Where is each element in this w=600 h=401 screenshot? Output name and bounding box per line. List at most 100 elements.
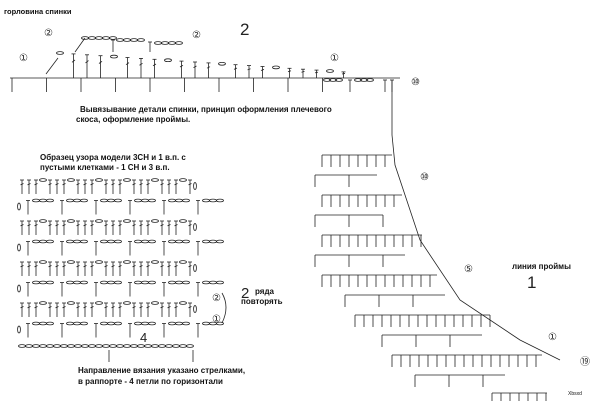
row-marker-1-left: ① (19, 53, 28, 64)
chain-stitch (134, 239, 142, 244)
chain-stitch (123, 38, 131, 42)
chain-stitch (74, 344, 82, 348)
stitch-bar (27, 306, 31, 309)
stitch-bar (90, 224, 94, 227)
stitch-bar (48, 306, 52, 309)
chain-stitch (110, 54, 118, 59)
stitch-bar (62, 265, 66, 268)
chain-stitch (151, 301, 159, 305)
stitch-bar (76, 265, 80, 268)
chain-stitch (32, 280, 40, 285)
chain-stitch (165, 344, 173, 348)
stitch-bar (188, 183, 192, 186)
stitch-bar (62, 183, 66, 186)
stitch-bar (34, 183, 38, 186)
chain-stitch (272, 65, 280, 70)
back-caption-line1: Вывязывание детали спинки, принцип оформ… (80, 105, 332, 114)
chain-stitch (100, 280, 108, 285)
chain-stitch (39, 344, 47, 348)
stitch-bar (146, 265, 150, 268)
stitch-bar (27, 224, 31, 227)
chain-stitch (46, 198, 54, 203)
chain-stitch (202, 239, 210, 244)
stitch-bar (167, 224, 171, 227)
chain-stitch (39, 280, 47, 285)
chain-stitch (100, 239, 108, 244)
chain-stitch (137, 344, 145, 348)
chain-stitch (66, 280, 74, 285)
armhole-edge (391, 134, 561, 361)
stitch-bar (111, 183, 115, 186)
chain-stitch (53, 344, 61, 348)
chain-stitch (67, 219, 75, 223)
chain-stitch (141, 198, 149, 203)
chain-stitch (172, 344, 180, 348)
stitch-bar (188, 306, 192, 309)
chain-stitch (66, 321, 74, 326)
chain-stitch (335, 78, 343, 82)
chain-stitch (39, 260, 47, 264)
chain-stitch (39, 219, 47, 223)
chain-stitch (102, 36, 110, 40)
chain-stitch (66, 239, 74, 244)
stitch-bar (247, 68, 251, 71)
chain-stitch (168, 41, 176, 45)
stitch-bar (55, 183, 59, 186)
chain-stitch (193, 264, 197, 272)
chain-stitch (216, 321, 224, 326)
chain-stitch (32, 321, 40, 326)
chain-stitch (323, 78, 331, 82)
neckline-label: горловина спинки (4, 7, 72, 16)
chain-stitch (39, 321, 47, 326)
chain-stitch (175, 280, 183, 285)
pattern-row-marker-1: ① (212, 314, 221, 325)
pattern-row-marker-2: ② (212, 293, 221, 304)
chain-stitch (202, 321, 210, 326)
armhole-row-marker-10: ⑩ (420, 172, 429, 183)
chain-stitch (151, 178, 159, 182)
chain-stitch (175, 198, 183, 203)
chain-stitch (216, 280, 224, 285)
chain-stitch (17, 325, 21, 334)
stitch-bar (48, 265, 52, 268)
chain-stitch (164, 58, 172, 62)
stitch-bar (62, 224, 66, 227)
chain-stitch (80, 198, 88, 203)
stitch-bar (301, 71, 305, 73)
chain-stitch (329, 78, 337, 82)
stitch-bar (83, 265, 87, 268)
chain-stitch (67, 178, 75, 182)
stitch-bar (233, 67, 238, 70)
chain-stitch (67, 260, 75, 264)
stitch-bar (146, 183, 150, 186)
stitch-bar (174, 306, 178, 309)
stitch-bar (314, 71, 319, 74)
chain-stitch (134, 321, 142, 326)
diagram-1-number: 1 (527, 273, 537, 292)
stitch-bar (174, 183, 178, 186)
stitch-bar (188, 265, 192, 268)
chain-stitch (186, 344, 194, 348)
stitch-bar (160, 306, 164, 309)
chain-stitch (168, 321, 176, 326)
chain-stitch (46, 321, 54, 326)
chain-stitch (182, 198, 190, 203)
stitch-bar (27, 183, 31, 186)
chain-stitch (123, 301, 131, 305)
stitch-bar (152, 63, 157, 67)
stitch-bar (98, 60, 103, 64)
chain-stitch (80, 239, 88, 244)
stitch-bar (132, 183, 136, 186)
chain-stitch (141, 239, 149, 244)
chain-stitch (137, 38, 145, 42)
stitch-bar (76, 306, 80, 309)
stitch-bar (139, 183, 143, 186)
chain-stitch (60, 344, 68, 348)
stitch-bar (83, 183, 87, 186)
chain-stitch (109, 36, 117, 40)
stitch-bar (48, 224, 52, 227)
chain-stitch (95, 344, 103, 348)
chain-stitch (46, 239, 54, 244)
repeat-brace (221, 292, 227, 324)
stitch-bar (118, 224, 122, 227)
